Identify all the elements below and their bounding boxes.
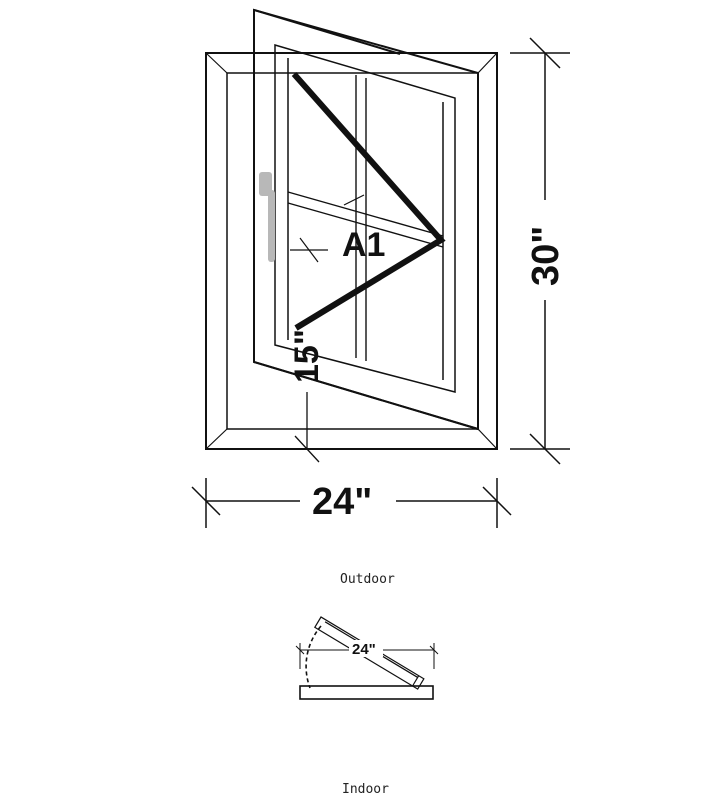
outdoor-label: Outdoor bbox=[340, 572, 395, 587]
handle-height-dimension bbox=[294, 392, 320, 463]
handle-height-label: 15" bbox=[288, 329, 326, 383]
plan-sill bbox=[299, 685, 434, 700]
frame-miter-tr bbox=[477, 52, 498, 74]
swing-arc bbox=[305, 625, 322, 689]
frame-miter-tl bbox=[205, 52, 228, 74]
height-label: 30" bbox=[525, 226, 567, 286]
sash-top-edge bbox=[253, 9, 401, 55]
opening-indicator bbox=[291, 72, 446, 331]
handle-icon bbox=[259, 172, 275, 262]
handle-lever bbox=[268, 190, 275, 262]
outer-frame bbox=[205, 52, 498, 450]
handle-base bbox=[259, 172, 272, 196]
swing-label-bg bbox=[349, 640, 383, 657]
plan-view bbox=[295, 616, 439, 700]
sash-callout bbox=[290, 194, 365, 263]
frame-miter-br bbox=[477, 428, 498, 450]
open-sash bbox=[253, 8, 479, 431]
width-dimension bbox=[191, 478, 512, 528]
sash-label: A1 bbox=[342, 226, 385, 264]
height-dimension bbox=[510, 37, 570, 465]
width-label: 24" bbox=[312, 481, 372, 523]
frame-miter-bl bbox=[205, 428, 228, 450]
glazing-bars bbox=[287, 75, 444, 361]
sash-bottom-return bbox=[253, 361, 479, 430]
swing-width-label: 24" bbox=[352, 641, 376, 658]
indoor-label: Indoor bbox=[342, 782, 389, 797]
